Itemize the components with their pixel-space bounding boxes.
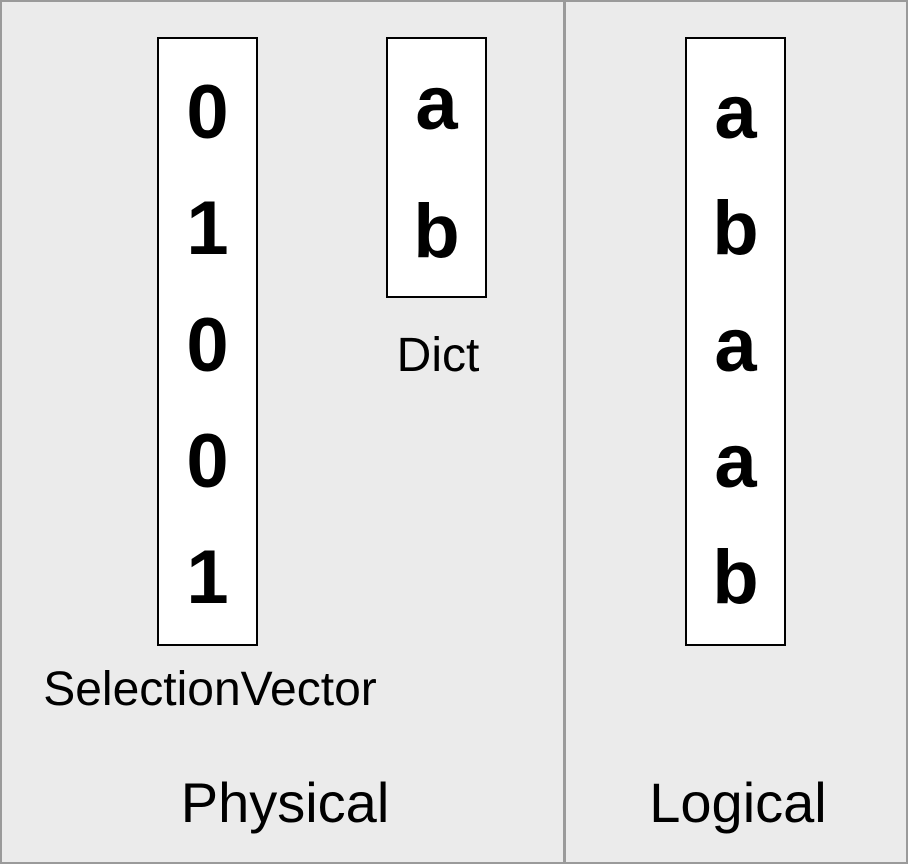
logical-column-box: a b a a b <box>685 37 786 646</box>
dict-label: Dict <box>396 329 480 382</box>
dict-box: a b <box>386 37 487 298</box>
selection-vector-cell: 1 <box>186 535 229 620</box>
selection-vector-cell: 0 <box>186 418 229 504</box>
selection-vector-cell: 0 <box>186 302 229 388</box>
logical-title: Logical <box>649 771 827 834</box>
panel-divider <box>563 2 566 862</box>
dict-cell: a <box>415 61 458 146</box>
logical-cell: a <box>714 302 757 388</box>
logical-cell: a <box>714 418 757 504</box>
selection-vector-label: SelectionVector <box>43 663 377 716</box>
logical-cell: b <box>712 186 759 272</box>
selection-vector-cell: 0 <box>186 70 229 155</box>
selection-vector-cell: 1 <box>186 186 229 272</box>
logical-cell: b <box>712 535 759 620</box>
logical-cell: a <box>714 70 757 155</box>
dict-cell: b <box>413 189 460 274</box>
selection-vector-box: 0 1 0 0 1 <box>157 37 258 646</box>
physical-title: Physical <box>180 771 390 834</box>
